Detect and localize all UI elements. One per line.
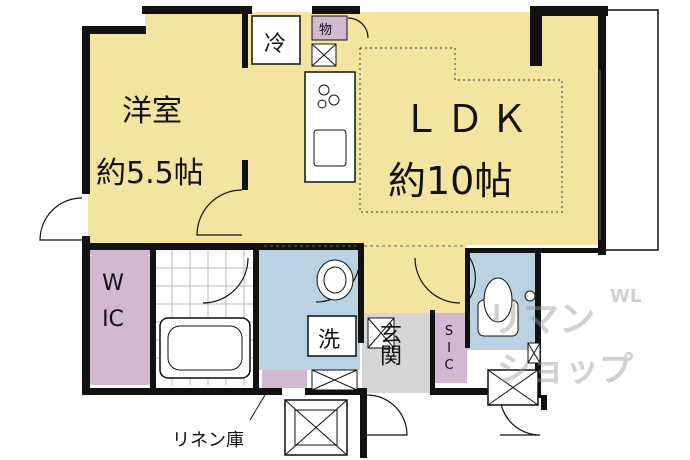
kitchen xyxy=(304,71,356,183)
window-marks xyxy=(264,70,601,247)
western-room-floor xyxy=(88,12,245,245)
fridge-label: 冷 xyxy=(264,32,287,57)
toilet-paper xyxy=(524,290,536,302)
washer-box xyxy=(307,315,357,357)
sic-label: SIC xyxy=(444,324,454,373)
walls xyxy=(82,6,608,458)
watermark-middle: リマン xyxy=(487,299,596,340)
storage-label: 物 xyxy=(319,23,333,38)
wash-basin-inner xyxy=(323,266,347,294)
ldk-size: 約10帖 xyxy=(388,159,513,203)
entrance-label: 玄関 xyxy=(376,322,401,366)
western-room-size: 約5.5帖 xyxy=(96,156,204,191)
toilet-bowl xyxy=(483,277,513,323)
western-room-name: 洋室 xyxy=(122,94,182,129)
wic-label: WIC xyxy=(102,271,124,332)
pipe-inner xyxy=(294,409,338,446)
balcony xyxy=(602,9,659,251)
watermark-bottom: ショップ xyxy=(497,350,633,390)
washer-label: 洗 xyxy=(318,328,341,353)
watermark-top: WL xyxy=(610,286,642,307)
linen-floor xyxy=(262,370,307,388)
wic-floor xyxy=(82,250,150,385)
fridge-box xyxy=(251,15,301,65)
ldk-name: ＬＤＫ xyxy=(402,97,535,141)
storage-box xyxy=(311,15,348,41)
linen-leader-line xyxy=(249,394,266,421)
bathtub-inner xyxy=(167,325,243,371)
sic-floor xyxy=(432,313,467,383)
ldk-dotted-outline xyxy=(359,47,563,213)
linen-storage-label: リネン庫 xyxy=(172,430,244,451)
wash-basin xyxy=(316,259,354,301)
